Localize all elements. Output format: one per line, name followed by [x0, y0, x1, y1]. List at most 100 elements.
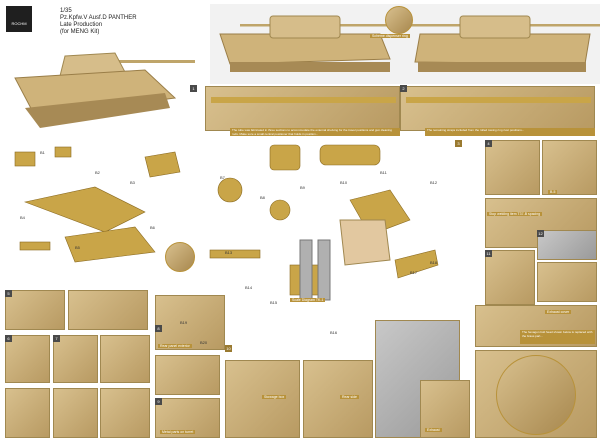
barrel-strip-svg-right	[406, 97, 591, 103]
header-scale: 1/35	[60, 8, 72, 14]
right-photo-caption: Stop welding item T37-B spacing	[487, 212, 543, 216]
etch-part-b	[64, 226, 156, 263]
tank-banner-svg	[219, 15, 600, 72]
step-badge-8: 8	[155, 325, 162, 332]
part-label: B13	[225, 250, 233, 255]
part-label: B20	[200, 340, 208, 345]
step-badge-6: 6	[5, 335, 12, 342]
bottom-caption-b: Rear side	[340, 395, 359, 399]
barrel-strip-photo-right	[400, 86, 595, 131]
bottom-right-note: The hexagon bolt head shown below is rep…	[520, 330, 595, 344]
header-subtitle: Late Production	[60, 22, 103, 28]
step-badge-5: 5	[5, 290, 12, 297]
lower-photo-6	[5, 388, 50, 438]
right-photo-2	[542, 140, 597, 195]
banner-turret-right	[459, 15, 531, 39]
right-top-label: B-5	[548, 190, 558, 194]
banner-barrel-1	[240, 24, 600, 27]
banner-track-right	[418, 62, 586, 72]
barrel-strip-svg-left	[211, 97, 396, 103]
banner-turret-left	[269, 15, 341, 39]
hull	[14, 69, 177, 117]
track	[25, 93, 170, 128]
part-label: B9	[300, 185, 305, 190]
part-label: B2	[95, 170, 100, 175]
center-grey-arm-b	[317, 239, 331, 301]
part-label: B14	[245, 285, 253, 290]
scale-guide-label: Scale Diagram TK-1	[290, 298, 326, 302]
part-label: B6	[150, 225, 155, 230]
etch-part-e	[144, 151, 181, 178]
step-badge-7: 7	[53, 335, 60, 342]
center-turret-part	[339, 219, 391, 266]
part-label: B12	[430, 180, 438, 185]
banner-note: Scheme dispenser ring	[370, 34, 410, 38]
etch-part-c	[14, 151, 36, 167]
etch-diagram-left	[5, 142, 195, 282]
barrel-note-right: The remaining straps included from the r…	[425, 128, 595, 136]
mid-photo-1	[155, 295, 225, 350]
etch-diagram-left-svg	[14, 146, 181, 263]
part-label: B8	[260, 195, 265, 200]
part-label: B15	[270, 300, 278, 305]
barrel-rod-right	[406, 97, 591, 103]
bottom-photo-2	[303, 360, 373, 438]
header-title: Pz.Kpfw.V Ausf.D PANTHER	[60, 15, 137, 21]
hatch-disc	[496, 355, 576, 435]
part-label: B17	[410, 270, 418, 275]
banner-track-left	[230, 62, 390, 72]
part-label: B11	[380, 170, 387, 175]
bottom-photo-1	[225, 360, 300, 438]
step-badge-3: 3	[455, 140, 462, 147]
part-label: B10	[340, 180, 348, 185]
step-badge-10: 10	[225, 345, 232, 352]
step-badge-2: 2	[400, 85, 407, 92]
center-cylinder-a	[269, 144, 301, 171]
step-badge-1: 1	[190, 85, 197, 92]
center-chain	[394, 249, 439, 279]
center-grey-arm-a	[299, 239, 313, 301]
etch-part-a	[23, 186, 146, 233]
banner-detail-circle	[385, 6, 413, 34]
header-block: 1/35 Pz.Kpfw.V Ausf.D PANTHER Late Produ…	[60, 8, 137, 36]
lower-photo-7	[53, 388, 98, 438]
mid-photo-2	[155, 355, 220, 395]
brand-logo: ROCHM	[6, 6, 32, 32]
step-badge-11: 11	[485, 250, 492, 257]
center-strip-a	[209, 249, 261, 259]
lower-photo-3	[5, 335, 50, 383]
brand-logo-text: ROCHM	[11, 21, 27, 26]
center-disc-b	[269, 199, 291, 221]
mid-photo-caption: Rear panel exterior	[158, 344, 192, 348]
step-badge-12: 12	[537, 230, 544, 237]
lower-photo-5	[100, 335, 150, 383]
barrel-note-left: The tube was fabricated in three section…	[230, 128, 400, 136]
lower-photo-8	[100, 388, 150, 438]
tank-overview-image	[5, 38, 195, 138]
part-label: B7	[220, 175, 225, 180]
etch-diagram-center: Scale Diagram TK-1	[200, 140, 440, 310]
hull-side-caption: Exhaust cover	[545, 310, 572, 314]
bottom-right-photo-2	[475, 350, 597, 438]
step-badge-9: 9	[155, 398, 162, 405]
etch-diagram-center-svg	[209, 144, 439, 301]
barrel-rod-left	[211, 97, 396, 103]
center-cylinder-b	[319, 144, 381, 166]
center-disc-a	[217, 177, 243, 203]
bottom-caption-a: Stowage box	[262, 395, 287, 399]
part-label: B3	[130, 180, 135, 185]
right-photo-1	[485, 140, 540, 195]
part-label: B19	[180, 320, 188, 325]
etch-part-d	[54, 146, 72, 158]
part-label: B18	[430, 260, 438, 265]
right-photo-4	[485, 250, 535, 305]
part-label: B5	[75, 245, 80, 250]
bottom-caption-d: Metal parts on turret	[160, 430, 196, 434]
part-label: B1	[40, 150, 45, 155]
barrel-strip-photo-left	[205, 86, 400, 131]
part-label: B4	[20, 215, 25, 220]
gun-barrel	[75, 60, 195, 63]
right-photo-6	[537, 262, 597, 302]
bottom-caption-c: Exhaust	[425, 428, 442, 432]
tank-banner-image: Scheme dispenser ring	[210, 4, 600, 84]
